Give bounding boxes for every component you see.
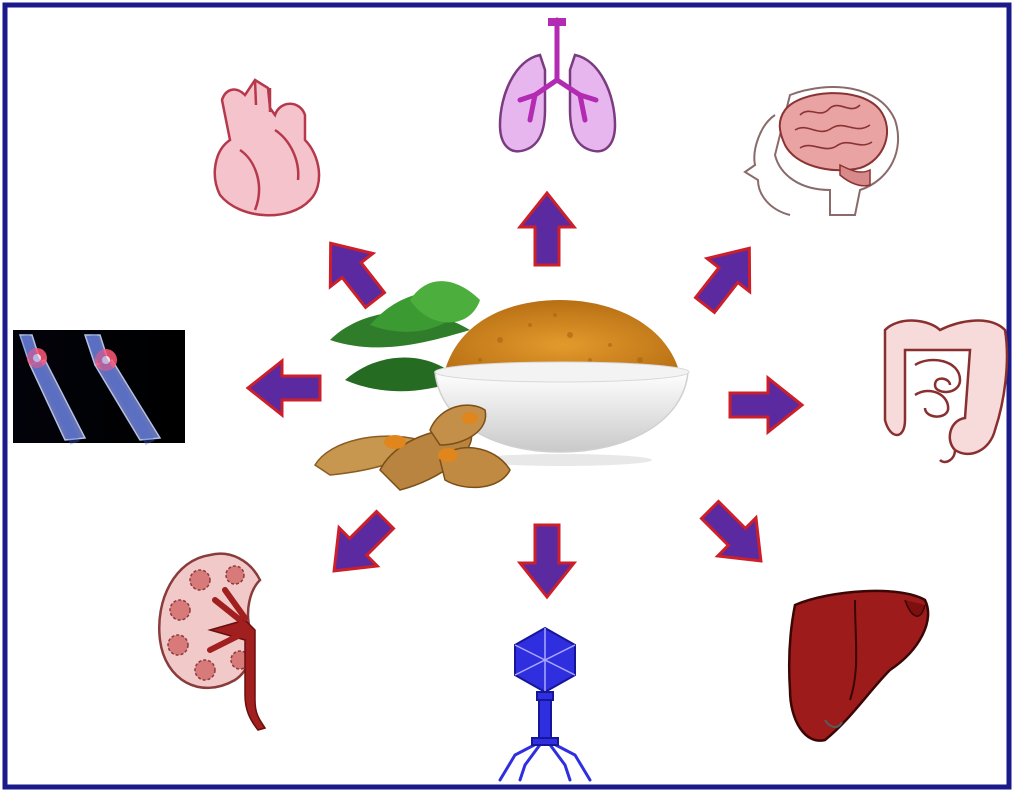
joints-xray-icon	[13, 330, 185, 443]
